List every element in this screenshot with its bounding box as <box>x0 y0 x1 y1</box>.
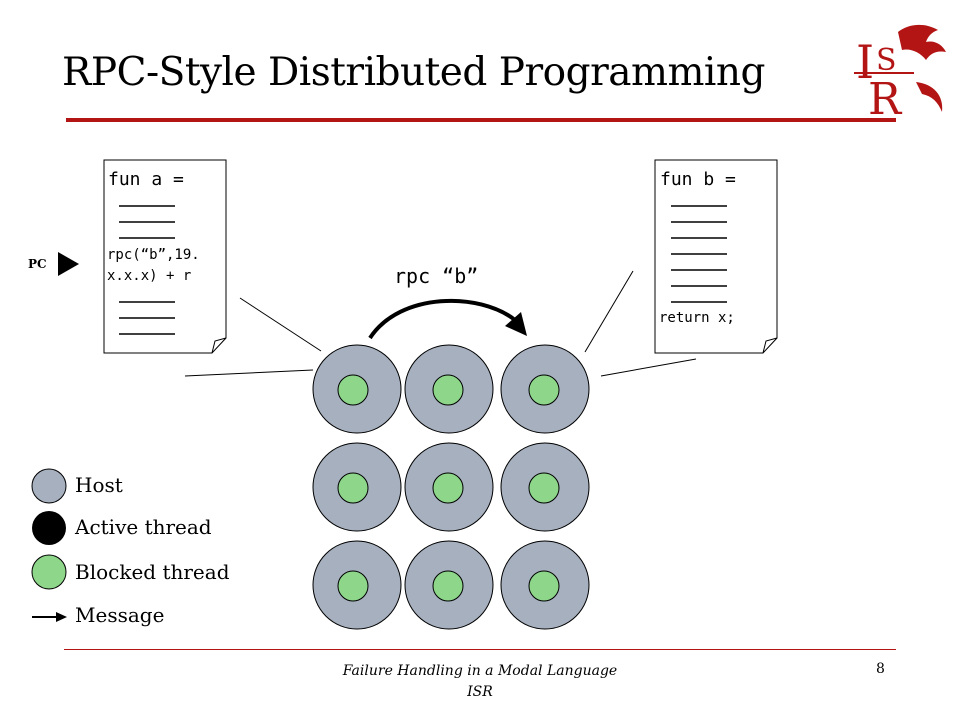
code-document-b-fold <box>762 337 778 354</box>
blocked-thread <box>432 374 464 406</box>
rpc-arrow-label: rpc “b” <box>394 264 479 288</box>
blocked-thread <box>337 570 369 602</box>
legend-message-label: Message <box>75 603 165 627</box>
code-a-rpc-line-2: x.x.x) + r <box>107 268 192 284</box>
pc-pointer-icon <box>58 252 79 276</box>
blocked-thread <box>528 570 560 602</box>
pc-label: PC <box>28 257 47 271</box>
blocked-thread <box>528 374 560 406</box>
legend-host-icon <box>31 468 67 504</box>
page-number: 8 <box>876 661 885 677</box>
code-b-blank-lines <box>671 205 727 303</box>
code-document-a <box>103 159 227 354</box>
blocked-thread <box>337 472 369 504</box>
callout-lines <box>184 270 697 377</box>
code-b-header: fun b = <box>660 169 736 190</box>
legend-message-arrowhead-icon <box>56 612 67 622</box>
isr-logo: I S R <box>846 22 950 125</box>
code-document-a-fold <box>211 337 227 354</box>
blocked-thread <box>528 472 560 504</box>
code-document-b <box>654 159 778 354</box>
legend-active-thread-label: Active thread <box>75 515 212 539</box>
code-b-return-line: return x; <box>659 310 735 326</box>
blocked-thread <box>432 472 464 504</box>
svg-text:R: R <box>868 74 903 122</box>
slide-title: RPC-Style Distributed Programming <box>62 50 765 95</box>
rpc-arrowhead-icon <box>505 312 527 336</box>
footer-rule <box>64 649 896 650</box>
footer-text: Failure Handling in a Modal Language ISR <box>300 661 660 703</box>
dragon-tail <box>916 82 943 112</box>
legend-host-label: Host <box>75 473 123 497</box>
dragon-wing <box>898 24 946 60</box>
footer-organization: ISR <box>467 684 493 700</box>
svg-text:I: I <box>856 35 874 89</box>
host-grid <box>312 344 590 630</box>
svg-text:S: S <box>876 43 897 78</box>
rpc-message-arrow <box>368 298 517 340</box>
code-a-rpc-line-1: rpc(“b”,19. <box>107 247 200 263</box>
legend-active-thread-icon <box>32 511 66 545</box>
legend-blocked-thread-icon <box>31 554 67 590</box>
blocked-thread <box>337 374 369 406</box>
footer-talk-title: Failure Handling in a Modal Language <box>342 663 618 679</box>
code-a-header: fun a = <box>108 169 184 190</box>
code-a-blank-lines <box>119 205 175 335</box>
blocked-thread <box>432 570 464 602</box>
legend-blocked-thread-label: Blocked thread <box>75 560 230 584</box>
title-underline <box>66 118 896 122</box>
